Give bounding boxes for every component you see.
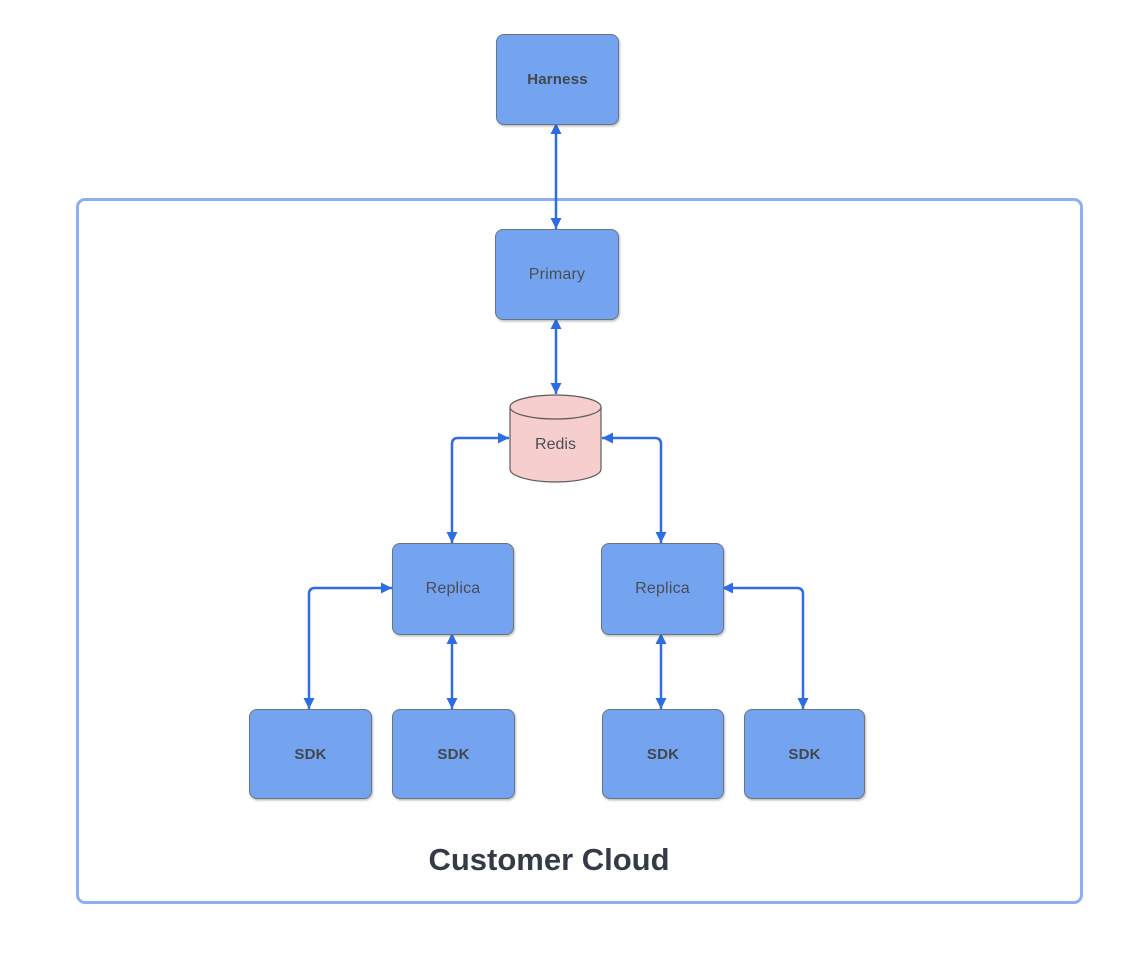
node-sdk-3: SDK [602, 709, 724, 799]
node-sdk-3-label: SDK [646, 745, 680, 763]
edge-redis-replica-left [446, 432, 509, 543]
node-primary-label: Primary [528, 265, 586, 283]
node-replica-left-label: Replica [425, 580, 481, 597]
edge-replica-left-sdk1 [303, 582, 392, 709]
node-sdk-4: SDK [744, 709, 865, 799]
edge-replica-right-sdk4 [722, 582, 809, 709]
node-sdk-4-label: SDK [788, 745, 821, 763]
edge-redis-replica-right [602, 432, 667, 543]
customer-cloud-container [76, 198, 1083, 904]
node-primary: Primary [495, 229, 619, 320]
node-replica-right: Replica [601, 543, 724, 635]
node-redis-label: Redis [535, 436, 576, 453]
node-sdk-2-label: SDK [437, 745, 470, 763]
node-replica-left: Replica [392, 543, 514, 635]
node-sdk-2: SDK [392, 709, 515, 799]
node-harness-label: Harness [527, 71, 588, 88]
node-sdk-1-label: SDK [294, 745, 327, 763]
node-sdk-1: SDK [249, 709, 372, 799]
node-harness: Harness [496, 34, 619, 125]
cylinder-shape [509, 394, 602, 483]
node-redis: Redis [509, 394, 602, 483]
container-title: Customer Cloud [428, 842, 670, 877]
node-replica-right-label: Replica [635, 580, 690, 597]
